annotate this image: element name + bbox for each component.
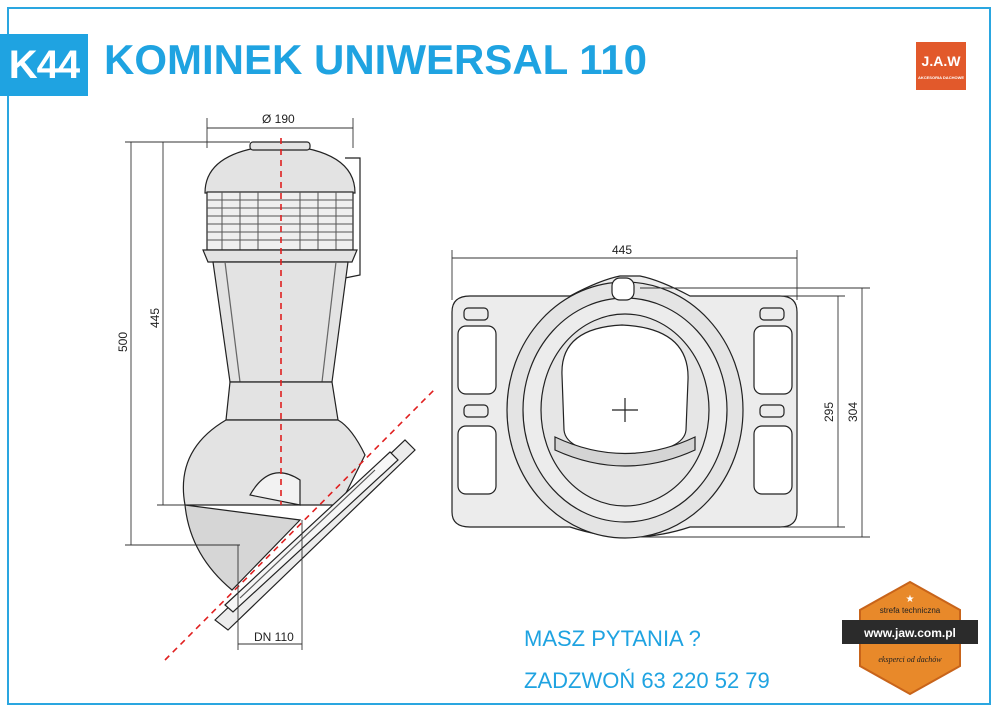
roof-plate	[214, 439, 416, 631]
star-icon: ★	[906, 594, 915, 605]
contact-phone[interactable]: ZADZWOŃ 63 220 52 79	[524, 668, 770, 693]
stamp-banner	[842, 620, 978, 644]
dim-pipe: DN 110	[254, 630, 294, 644]
brand-name: J.A.W	[921, 52, 961, 69]
contact-question: MASZ PYTANIA ?	[524, 626, 701, 651]
stamp-url[interactable]: www.jaw.com.pl	[863, 626, 956, 640]
brand-logo[interactable]: J.A.W AKCESORIA DACHOWE	[916, 42, 966, 90]
dim-base-depth-outer: 304	[846, 402, 860, 422]
page-frame	[7, 7, 991, 705]
dim-height-total: 500	[116, 332, 130, 352]
top-dimension-lines	[451, 250, 870, 538]
vent-side-view	[182, 141, 366, 591]
brand-tagline: AKCESORIA DACHOWE	[917, 74, 965, 80]
product-code-badge: K44	[0, 34, 88, 96]
product-title: KOMINEK UNIWERSAL 110	[104, 36, 647, 83]
dim-height-body: 445	[148, 308, 162, 328]
stamp-slogan: eksperci od dachów	[878, 655, 942, 664]
tech-zone-stamp[interactable]: ★ strefa techniczna www.jaw.com.pl ekspe…	[840, 580, 980, 696]
base-top-view	[451, 275, 798, 539]
stamp-label: strefa techniczna	[880, 606, 941, 615]
side-dimension-lines	[125, 118, 354, 650]
dim-base-depth-inner: 295	[822, 402, 836, 422]
centerline-axes	[164, 138, 437, 661]
dim-top-diameter: Ø 190	[262, 112, 295, 126]
dim-base-width: 445	[612, 243, 632, 257]
